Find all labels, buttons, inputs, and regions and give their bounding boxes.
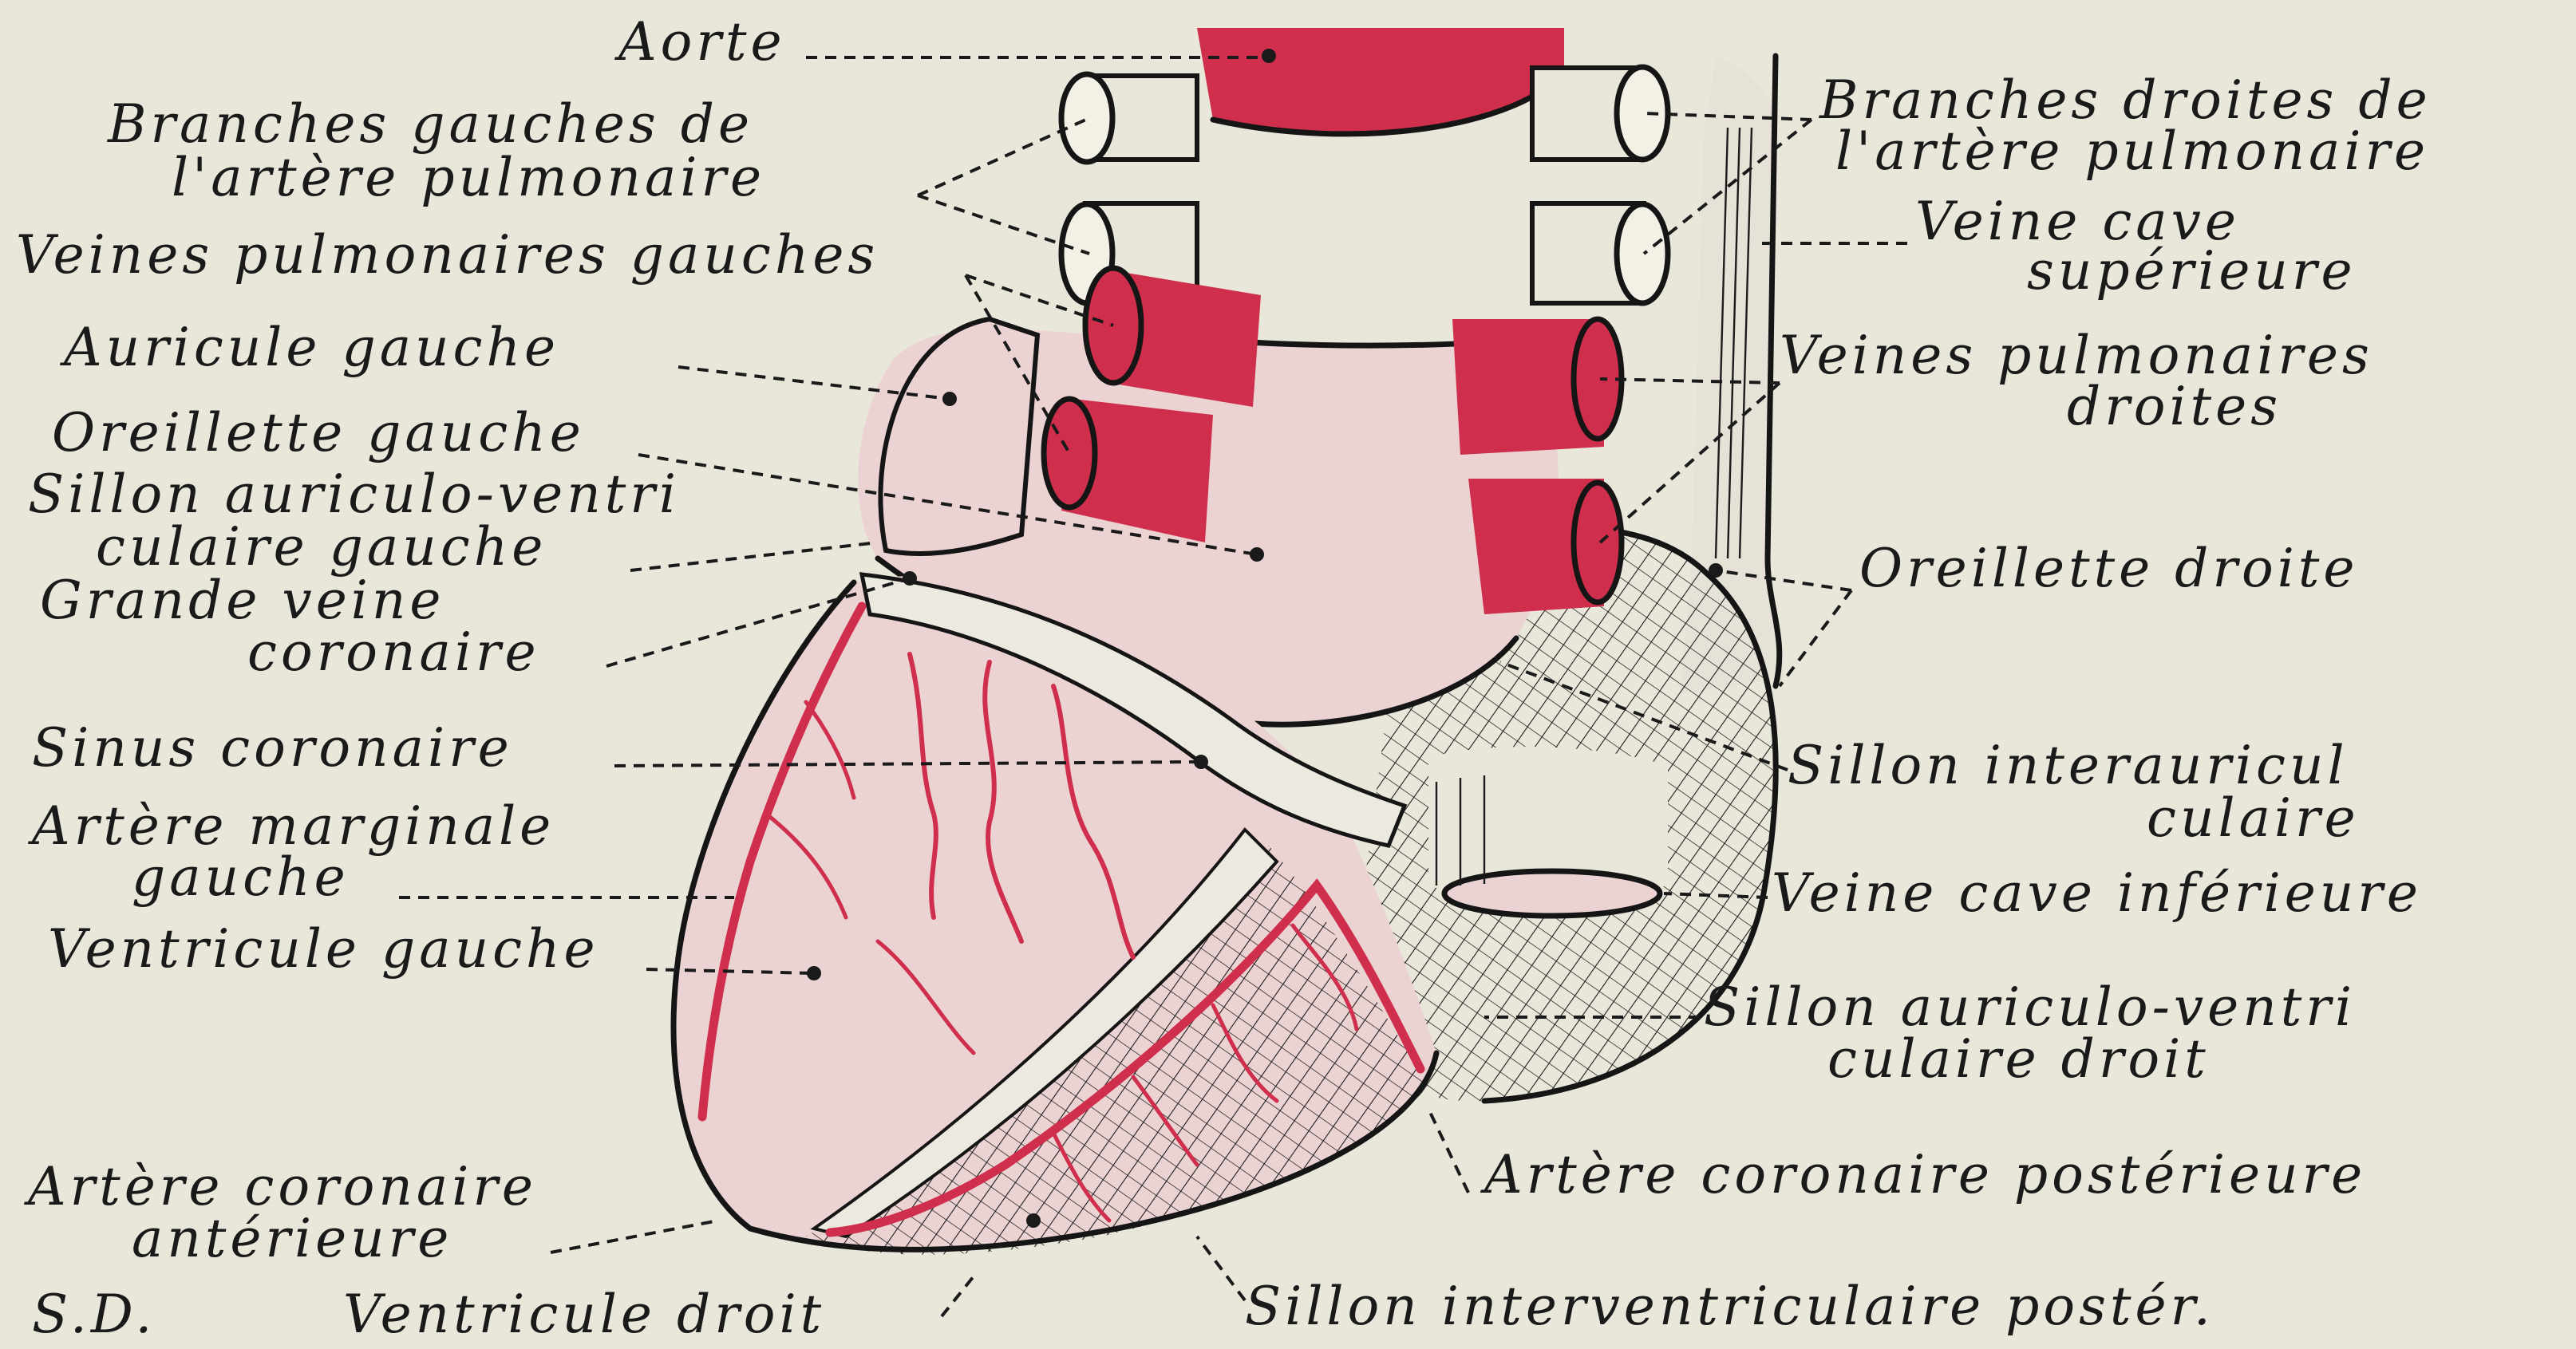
label-grande-veine-2: coronaire — [247, 621, 540, 683]
label-veine-cave-sup-2: supérieure — [2027, 240, 2357, 302]
lead-sillon-iv-post — [1197, 1237, 1245, 1300]
lead-sillon-av-gauche — [630, 542, 878, 570]
label-auricule-gauche: Auricule gauche — [59, 317, 559, 378]
label-sillon-iv-post: Sillon interventriculaire postér. — [1245, 1276, 2214, 1337]
lead-ventricule-droit — [942, 1276, 974, 1316]
label-artere-cor-ant-2: antérieure — [132, 1208, 452, 1269]
label-artere-cor-post: Artère coronaire postérieure — [1480, 1144, 2366, 1205]
label-artere-marginale-2: gauche — [132, 846, 350, 908]
label-veines-pulm-droites-2: droites — [2067, 376, 2282, 437]
label-aorte: Aorte — [614, 11, 786, 73]
inferior-vena-cava-opening — [1444, 871, 1660, 916]
right-pulmonary-vein-lower-opening — [1574, 483, 1622, 602]
lead-artere-cor-post — [1428, 1109, 1468, 1193]
lead-artere-cor-ant — [551, 1221, 718, 1252]
label-oreillette-gauche: Oreillette gauche — [52, 402, 585, 463]
right-pulmonary-branch-lower-opening — [1617, 204, 1668, 303]
heart-drawing — [399, 28, 1907, 1316]
label-sillon-interauric-2: culaire — [2147, 787, 2360, 849]
right-pulmonary-branch-upper-opening — [1617, 67, 1668, 160]
aorta-shape — [1197, 28, 1564, 134]
label-veine-cave-inf: Veine cave inférieure — [1772, 862, 2422, 924]
label-branches-gauches-2: l'artère pulmonaire — [172, 147, 765, 208]
left-pulmonary-branch-upper-opening — [1061, 74, 1112, 162]
point-ventricule-droit — [1026, 1213, 1041, 1228]
label-branches-droites-2: l'artère pulmonaire — [1835, 120, 2429, 182]
label-sillon-av-droit-2: culaire droit — [1827, 1028, 2210, 1090]
label-sd: S.D. — [32, 1284, 156, 1345]
label-ventricule-droit: Ventricule droit — [343, 1284, 825, 1345]
label-branches-gauches-1: Branches gauches de — [107, 93, 753, 155]
label-sillon-av-gauche-2: culaire gauche — [96, 516, 547, 578]
label-sinus-coronaire: Sinus coronaire — [32, 717, 513, 779]
right-pulmonary-vein-upper-opening — [1574, 319, 1622, 439]
left-pulmonary-vein-lower-opening — [1044, 399, 1095, 507]
label-ventricule-gauche: Ventricule gauche — [48, 918, 599, 980]
label-oreillette-droite: Oreillette droite — [1859, 538, 2358, 599]
label-veines-pulm-gauches: Veines pulmonaires gauches — [16, 224, 879, 286]
